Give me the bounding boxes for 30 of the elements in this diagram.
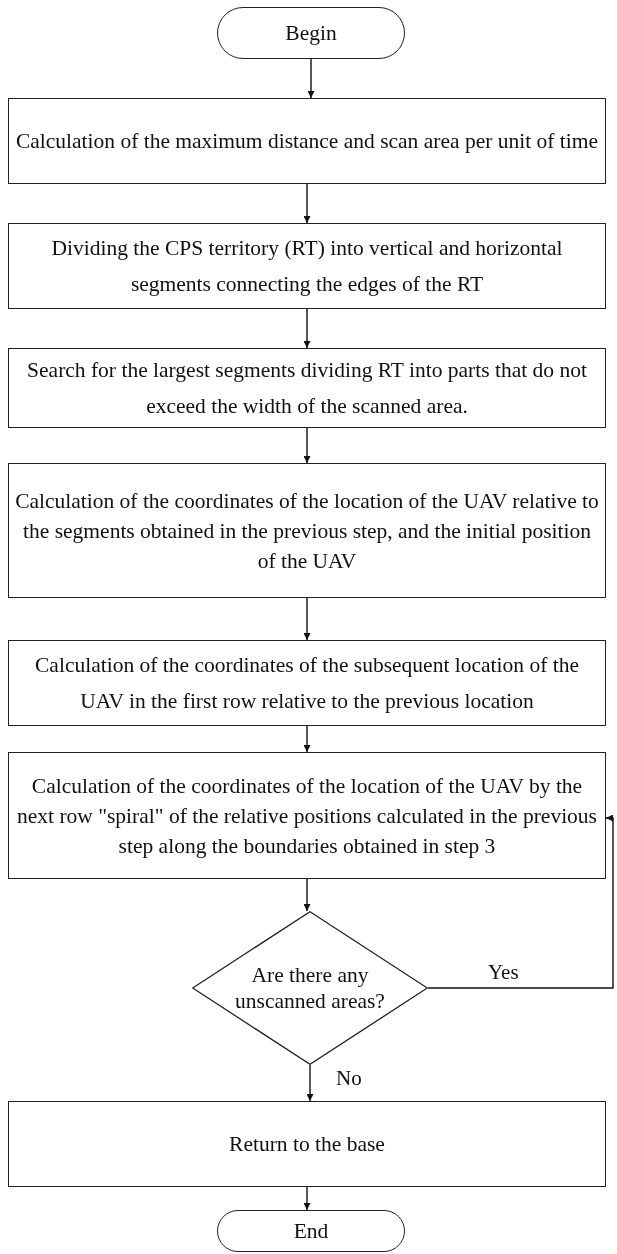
decision-diamond (192, 911, 428, 1065)
arrow (427, 814, 614, 989)
arrow (303, 725, 311, 753)
arrow (303, 1186, 311, 1211)
step-text: Calculation of the coordinates of the location of the UAV by the next row "spiral" of the relative positions calculated in the previous step along the boundaries obtained in step 3 (16, 772, 598, 860)
step-text: Return to the base (229, 1131, 385, 1157)
arrow (303, 878, 311, 912)
arrow (307, 58, 315, 99)
arrow (303, 183, 311, 224)
step-text: End (293, 1218, 329, 1244)
step-text: Begin (285, 20, 337, 46)
process-box (8, 752, 606, 879)
process-box (8, 223, 606, 309)
process-box (8, 1101, 606, 1187)
step-text: Calculation of the coordinates of the subsequent location of the UAV in the first row relative to the previous location (34, 652, 580, 715)
process-box (8, 348, 606, 428)
edge-label: No (334, 1068, 364, 1088)
step-text: Calculation of the coordinates of the location of the UAV relative to the segments obtained in the previous step, and the initial position of the UAV (14, 487, 600, 575)
process-box (8, 463, 606, 598)
arrow (303, 427, 311, 464)
arrow (303, 597, 311, 641)
step-text: Calculation of the maximum distance and scan area per unit of time (15, 128, 599, 154)
step-text: Search for the largest segments dividing RT into parts that do not exceed the width of the scanned area. (26, 357, 588, 420)
question-text: Are there any unscanned areas? (234, 962, 386, 1014)
edge-label: Yes (486, 962, 521, 982)
arrow (306, 1064, 314, 1102)
arrow (303, 308, 311, 349)
process-box (8, 640, 606, 726)
process-box (8, 98, 606, 184)
step-text: Dividing the CPS territory (RT) into vertical and horizontal segments connecting the edges of the RT (50, 235, 564, 298)
